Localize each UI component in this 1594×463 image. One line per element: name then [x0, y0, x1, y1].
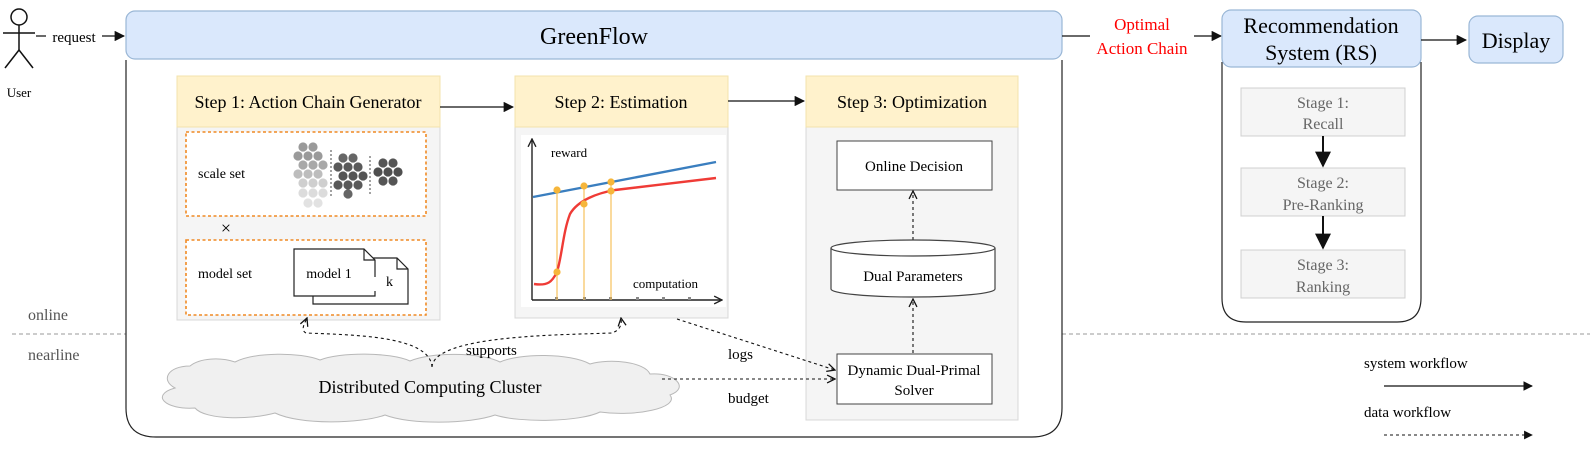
nearline-label: nearline — [28, 347, 80, 364]
step2-header — [514, 75, 729, 128]
rs-header — [1221, 9, 1422, 68]
times-symbol: × — [221, 218, 231, 238]
cluster-label: Distributed Computing Cluster — [319, 377, 542, 397]
model-set-label: model set — [198, 267, 252, 282]
rs-stage-2: Stage 2: Pre-Ranking — [1240, 167, 1406, 217]
solver-label-1: Dynamic Dual-Primal — [848, 363, 981, 379]
greenflow-title: GreenFlow — [540, 24, 649, 50]
model-back-label: k — [386, 275, 393, 290]
rs-stage-3: Stage 3: Ranking — [1240, 249, 1406, 299]
red-reward-curve — [533, 176, 717, 286]
plot-markers — [553, 178, 615, 276]
greenflow-header — [125, 10, 1063, 60]
step1-header — [176, 75, 441, 128]
solver-label-2: Solver — [894, 383, 933, 399]
rs-stage-1: Stage 1: Recall — [1240, 87, 1406, 137]
legend-data-workflow-label: data workflow — [1364, 405, 1451, 421]
optimal-chain-label-2: Action Chain — [1096, 39, 1188, 58]
svg-text:Ranking: Ranking — [1296, 279, 1350, 296]
supports-arrow-step1 — [303, 318, 433, 368]
dual-parameters-label: Dual Parameters — [863, 269, 963, 285]
legend-system-workflow-label: system workflow — [1364, 356, 1468, 372]
cloud-icon — [161, 353, 680, 423]
optimal-chain-label-1: Optimal — [1114, 15, 1170, 34]
plot-xlabel: computation — [633, 276, 698, 291]
supports-arrow-step2 — [431, 318, 621, 368]
display-box — [1468, 15, 1564, 64]
svg-text:Recall: Recall — [1303, 116, 1344, 133]
budget-label: budget — [728, 391, 770, 407]
user-label: User — [7, 85, 32, 100]
svg-text:Stage 2:: Stage 2: — [1297, 175, 1349, 192]
step3-header — [805, 75, 1019, 128]
step3-title: Step 3: Optimization — [837, 92, 987, 112]
display-label: Display — [1482, 28, 1550, 53]
solver-box — [836, 353, 993, 405]
supports-label: supports — [466, 343, 517, 359]
online-decision-box — [836, 140, 993, 191]
blue-reward-curve — [532, 160, 717, 199]
svg-text:Stage 3:: Stage 3: — [1297, 257, 1349, 274]
svg-text:Stage 1:: Stage 1: — [1297, 95, 1349, 112]
online-label: online — [28, 307, 68, 324]
user-icon — [3, 8, 35, 69]
estimation-plot-area — [521, 135, 726, 307]
step1-title: Step 1: Action Chain Generator — [195, 92, 422, 112]
logs-arrow — [676, 318, 835, 370]
online-decision-label: Online Decision — [865, 159, 963, 175]
scale-set-dots — [293, 142, 403, 208]
dual-parameters-cylinder-icon — [830, 239, 996, 298]
plot-ylabel: reward — [551, 145, 588, 160]
scale-set-label: scale set — [198, 167, 245, 182]
request-label: request — [52, 30, 96, 46]
rs-title-2: System (RS) — [1265, 40, 1377, 65]
rs-title-1: Recommendation — [1243, 13, 1398, 38]
logs-label: logs — [728, 347, 753, 363]
model-front-label: model 1 — [306, 267, 352, 282]
svg-text:Pre-Ranking: Pre-Ranking — [1283, 197, 1364, 214]
step2-title: Step 2: Estimation — [555, 92, 688, 112]
